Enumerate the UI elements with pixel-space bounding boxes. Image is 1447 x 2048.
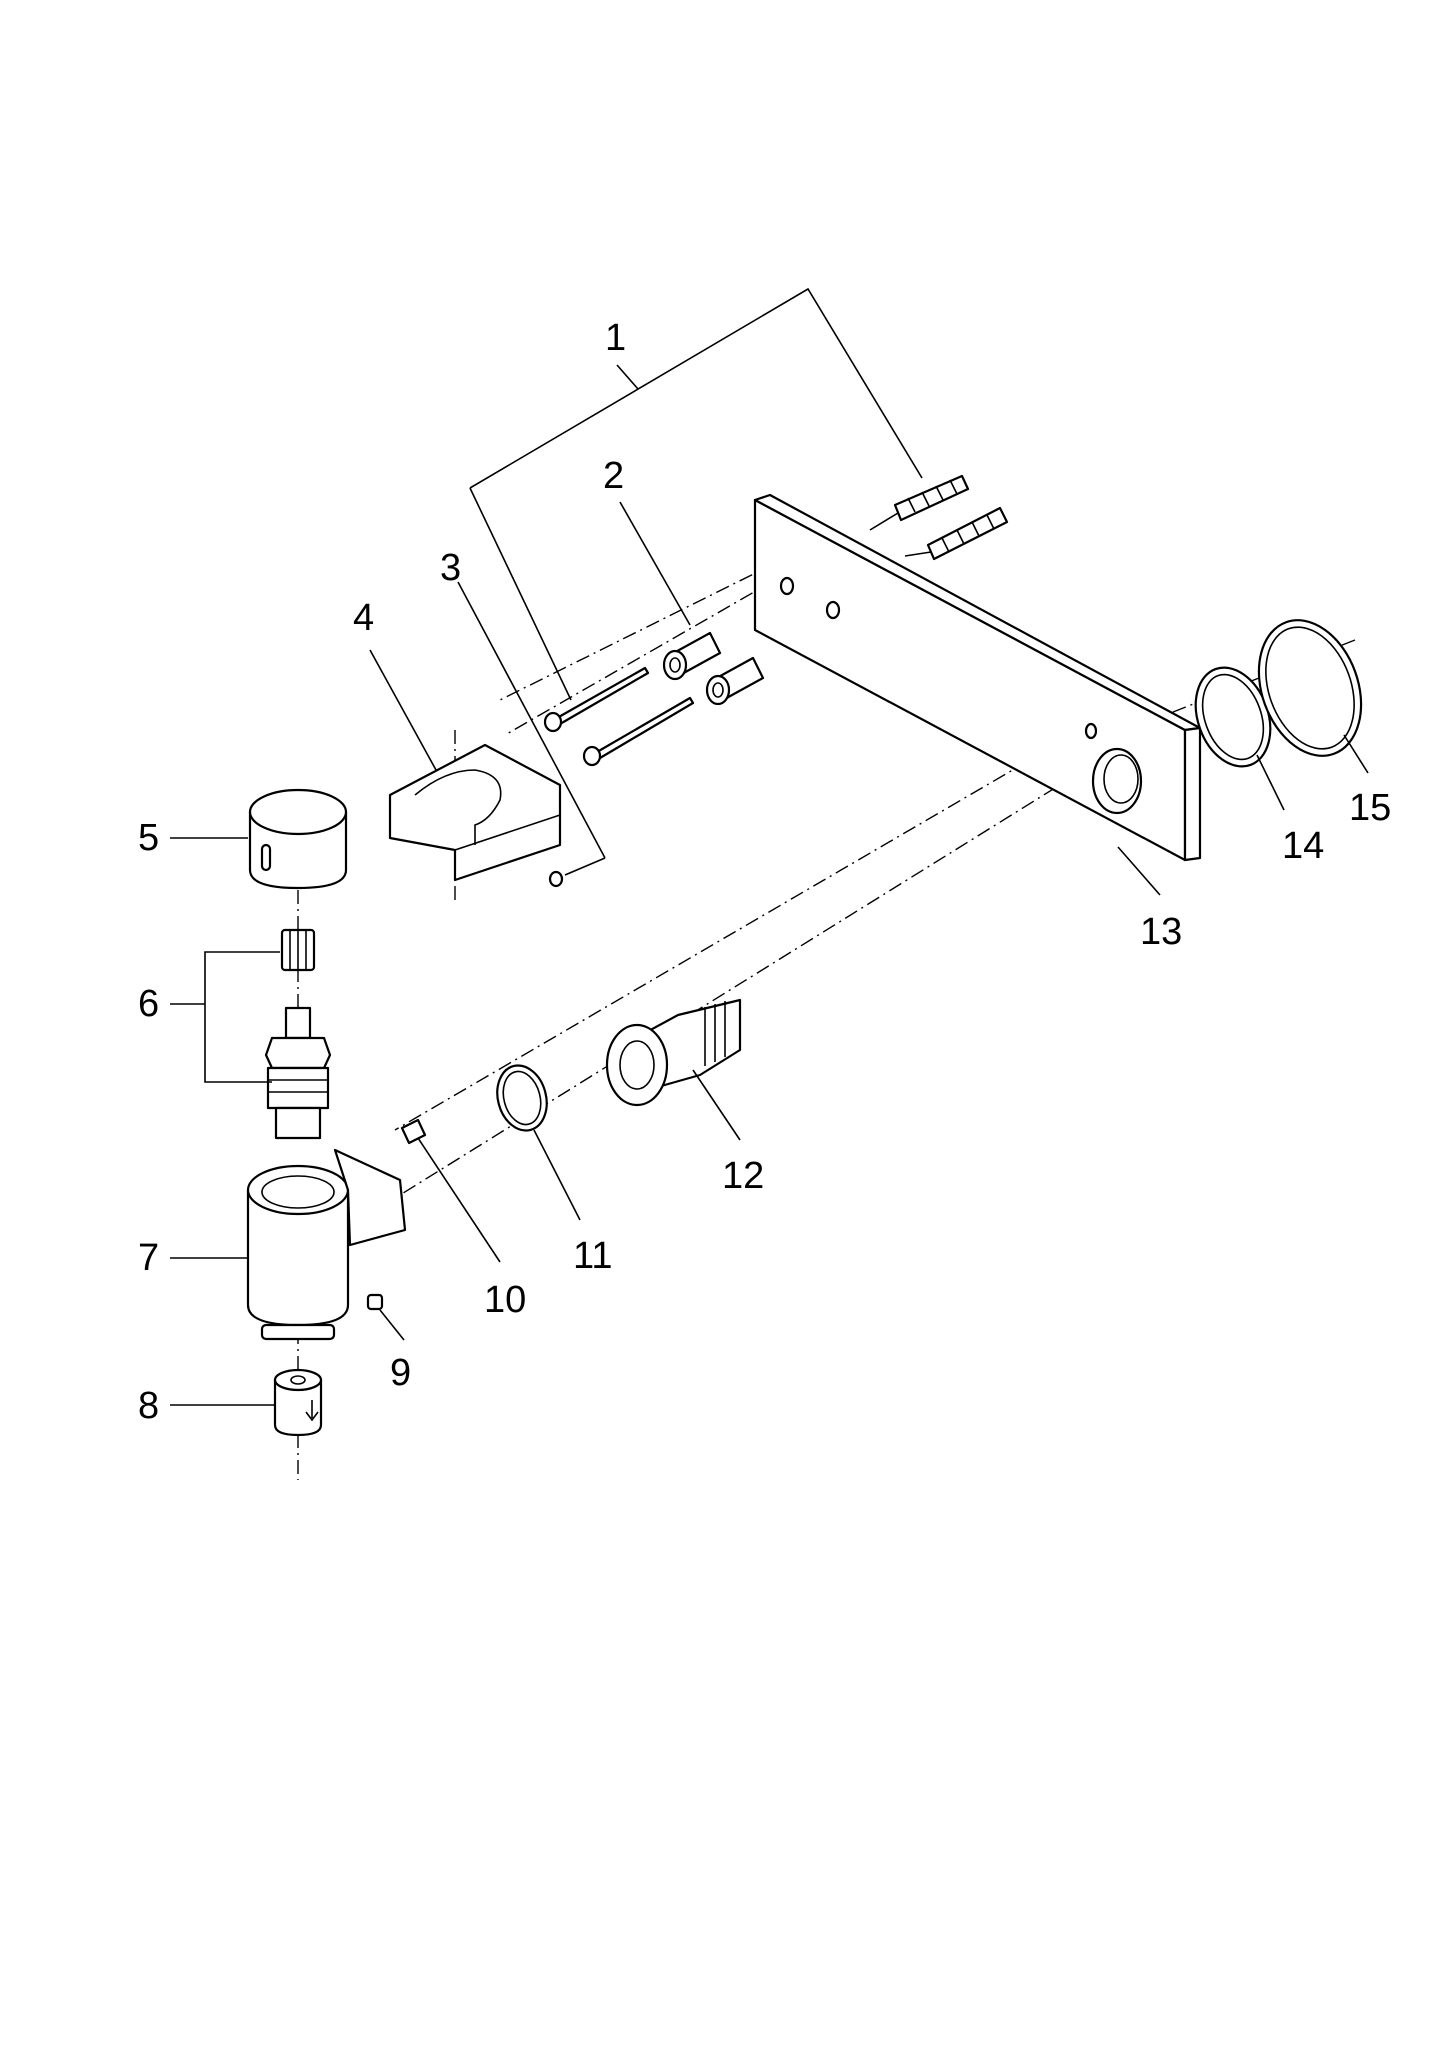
valve-cartridge <box>264 1006 332 1140</box>
callout-4: 4 <box>353 597 374 639</box>
callout-labels: 1 2 3 4 5 6 7 8 9 10 11 12 13 14 15 <box>138 317 1391 1427</box>
o-ring <box>496 1064 548 1132</box>
callout-1: 1 <box>605 317 626 359</box>
callout-15: 15 <box>1349 787 1391 829</box>
leader-lines <box>170 287 1369 1406</box>
mounting-screw <box>543 666 650 733</box>
callout-14: 14 <box>1282 825 1324 867</box>
callout-9: 9 <box>390 1352 411 1394</box>
connector-nipple <box>605 998 742 1107</box>
assembly-axes <box>297 539 1356 1480</box>
wall-plate <box>753 493 1202 862</box>
mounting-screw <box>582 696 695 767</box>
valve-body <box>246 1148 407 1341</box>
callout-3: 3 <box>440 547 461 589</box>
flow-restrictor <box>273 1368 323 1437</box>
wall-plug <box>869 474 970 531</box>
shower-holder <box>388 743 564 888</box>
callout-13: 13 <box>1140 911 1182 953</box>
wall-plug <box>904 506 1009 561</box>
callout-11: 11 <box>573 1235 612 1277</box>
spacer-sleeve <box>662 631 722 681</box>
alignment-pin <box>400 1118 427 1145</box>
callout-5: 5 <box>138 817 159 859</box>
callout-2: 2 <box>603 455 624 497</box>
callout-7: 7 <box>138 1237 159 1279</box>
callout-6: 6 <box>138 983 159 1025</box>
handle-cap <box>248 788 348 890</box>
spline-adapter <box>280 928 316 972</box>
set-screw <box>366 1293 384 1311</box>
callout-12: 12 <box>722 1155 764 1197</box>
spacer-sleeve <box>705 656 765 706</box>
callout-8: 8 <box>138 1385 159 1427</box>
callout-10: 10 <box>484 1279 526 1321</box>
seal-ring-large <box>1257 619 1363 757</box>
